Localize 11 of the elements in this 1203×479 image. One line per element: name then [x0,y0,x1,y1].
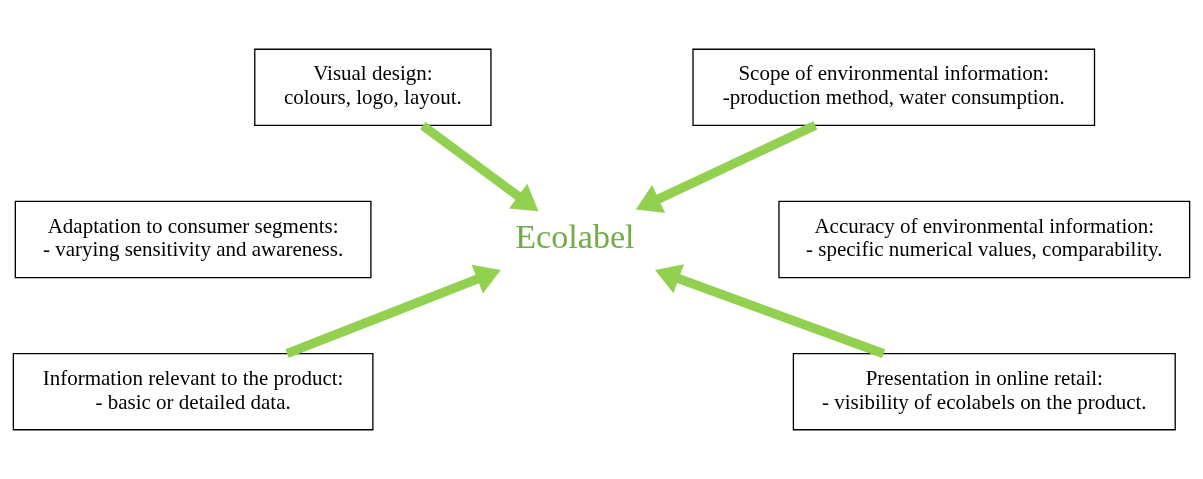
node-box: Information relevant to the product: - basic or detailed data. [12,353,374,431]
arrow [655,264,886,358]
node-box: Scope of environmental information: -production method, water consumption. [692,48,1096,126]
node-box: Accuracy of environmental information: - specific numerical values, comparability. [778,200,1191,279]
node-box: Visual design: colours, logo, layout. [254,48,492,126]
node-box: Presentation in online retail: - visibility of ecolabels on the product. [792,353,1176,431]
arrow [420,121,539,212]
node-box: Adaptation to consumer segments: - varying sensitivity and awareness. [14,200,372,279]
arrow [635,121,818,213]
arrow [285,264,501,358]
node-text: Ecolabel [515,217,635,255]
